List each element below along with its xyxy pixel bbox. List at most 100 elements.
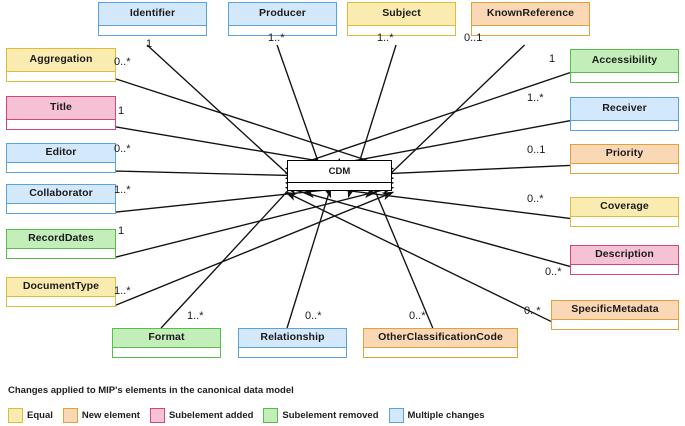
legend-label: Subelement added — [168, 410, 254, 421]
uml-class-subject[interactable]: Subject — [347, 2, 456, 36]
multiplicity-label: 0..* — [545, 266, 562, 278]
uml-class-collaborator[interactable]: Collaborator — [6, 184, 116, 214]
uml-class-documenttype[interactable]: DocumentType — [6, 277, 116, 307]
uml-class-editor[interactable]: Editor — [6, 143, 116, 173]
uml-class-name: OtherClassificationCode — [378, 331, 503, 344]
uml-class-compartment — [571, 163, 678, 173]
uml-class-accessibility[interactable]: Accessibility — [570, 49, 679, 83]
uml-class-name: DocumentType — [22, 280, 100, 293]
multiplicity-label: 0..* — [524, 305, 541, 317]
legend-swatch-equal — [8, 408, 23, 423]
uml-class-recorddates[interactable]: RecordDates — [6, 229, 116, 259]
uml-class-name: Editor — [45, 146, 77, 159]
uml-class-compartment — [7, 296, 115, 306]
multiplicity-label: 1..* — [114, 184, 131, 196]
uml-class-specificmetadata[interactable]: SpecificMetadata — [551, 300, 679, 330]
uml-class-compartment — [472, 25, 589, 35]
uml-class-name: Relationship — [260, 331, 325, 344]
uml-class-compartment — [7, 203, 115, 213]
uml-class-name: Collaborator — [29, 187, 93, 200]
uml-class-knownreference[interactable]: KnownReference — [471, 2, 590, 36]
multiplicity-label: 1..* — [187, 310, 204, 322]
uml-class-compartment — [364, 347, 517, 357]
uml-class-name: Priority — [605, 147, 644, 160]
legend-item-equal: Equal — [8, 408, 53, 423]
legend-label: Equal — [27, 410, 53, 421]
multiplicity-label: 0..* — [305, 310, 322, 322]
uml-class-name: Description — [595, 248, 654, 261]
multiplicity-label: 1..* — [377, 32, 394, 44]
legend: Equal New element Subelement added Subeleme… — [8, 408, 495, 423]
multiplicity-label: 0..* — [409, 310, 426, 322]
uml-class-name: RecordDates — [28, 232, 94, 245]
uml-class-compartment — [239, 347, 346, 357]
uml-class-aggregation[interactable]: Aggregation — [6, 48, 116, 82]
legend-item-subadded: Subelement added — [149, 408, 254, 423]
uml-class-compartment — [571, 264, 678, 274]
uml-class-name: Coverage — [600, 200, 649, 213]
cdm-label: CDM — [328, 166, 351, 177]
uml-class-name: Title — [50, 101, 72, 114]
multiplicity-label: 0..1 — [527, 144, 546, 156]
uml-class-compartment — [7, 248, 115, 258]
uml-class-name: Subject — [382, 7, 421, 20]
uml-class-receiver[interactable]: Receiver — [570, 97, 679, 131]
multiplicity-label: 1..* — [268, 32, 285, 44]
uml-class-producer[interactable]: Producer — [228, 2, 337, 36]
legend-swatch-multiple — [388, 408, 404, 423]
uml-class-compartment — [7, 71, 115, 81]
uml-class-compartment — [571, 72, 678, 82]
uml-class-name: Format — [148, 331, 185, 344]
edge-documenttype-to-cdm — [115, 191, 395, 306]
legend-item-new: New element — [62, 408, 140, 423]
uml-class-name: Identifier — [129, 7, 176, 20]
uml-class-name: Aggregation — [29, 53, 93, 66]
uml-class-name: KnownReference — [486, 7, 575, 20]
multiplicity-label: 1 — [549, 53, 556, 65]
legend-swatch-subremoved — [263, 408, 279, 423]
uml-class-compartment — [552, 319, 678, 329]
legend-swatch-new — [62, 408, 78, 423]
edge-aggregation-to-cdm — [115, 78, 395, 170]
uml-class-description[interactable]: Description — [570, 245, 679, 275]
uml-class-priority[interactable]: Priority — [570, 144, 679, 174]
uml-class-compartment — [7, 119, 115, 129]
uml-class-compartment — [571, 120, 678, 130]
uml-class-otherclassificationcode[interactable]: OtherClassificationCode — [363, 328, 518, 358]
uml-class-title[interactable]: Title — [6, 96, 116, 130]
uml-class-compartment — [229, 25, 336, 35]
legend-caption: Changes applied to MIP's elements in the… — [8, 385, 294, 396]
multiplicity-label: 1 — [118, 105, 125, 117]
uml-class-coverage[interactable]: Coverage — [570, 197, 679, 227]
uml-class-identifier[interactable]: Identifier — [98, 2, 207, 36]
uml-class-name: Accessibility — [591, 54, 658, 67]
uml-class-name: SpecificMetadata — [571, 303, 659, 316]
multiplicity-label: 0..1 — [464, 32, 483, 44]
legend-item-subremoved: Subelement removed — [263, 408, 379, 423]
multiplicity-label: 0..* — [114, 143, 131, 155]
uml-class-compartment — [348, 25, 455, 35]
uml-class-format[interactable]: Format — [112, 328, 221, 358]
legend-item-multiple: Multiple changes — [388, 408, 485, 423]
uml-class-name: Producer — [259, 7, 306, 20]
multiplicity-label: 0..* — [527, 193, 544, 205]
legend-label: New element — [81, 410, 140, 421]
legend-label: Multiple changes — [407, 410, 485, 421]
legend-swatch-subadded — [149, 408, 165, 423]
uml-class-relationship[interactable]: Relationship — [238, 328, 347, 358]
edge-specificmetadata-to-cdm — [284, 191, 552, 323]
uml-class-compartment — [99, 25, 206, 35]
legend-label: Subelement removed — [282, 410, 379, 421]
multiplicity-label: 1 — [146, 38, 153, 50]
edge-recorddates-to-cdm — [115, 186, 395, 258]
uml-class-name: Receiver — [602, 102, 647, 115]
uml-class-compartment — [113, 347, 220, 357]
cdm-compartment — [288, 182, 391, 190]
multiplicity-label: 0..* — [114, 56, 131, 68]
multiplicity-label: 1..* — [527, 92, 544, 104]
multiplicity-label: 1 — [118, 225, 125, 237]
multiplicity-label: 1..* — [114, 285, 131, 297]
cdm-node[interactable]: CDM — [287, 160, 392, 191]
uml-class-compartment — [7, 162, 115, 172]
